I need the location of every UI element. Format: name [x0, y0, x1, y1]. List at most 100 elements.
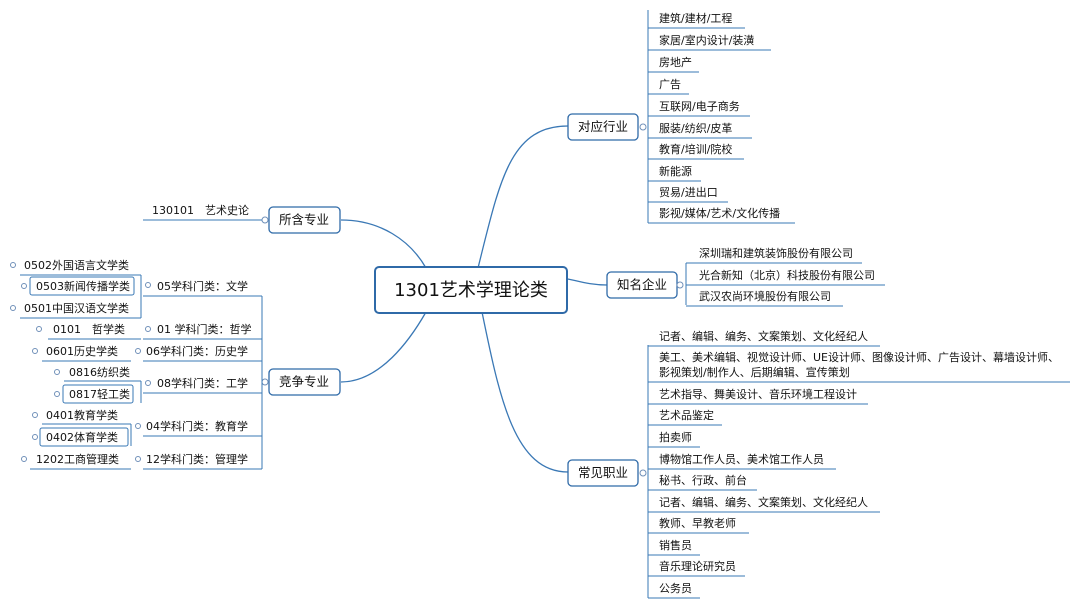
branch-companies[interactable]: 知名企业 [606, 271, 684, 299]
career-item[interactable]: 艺术品鉴定 [648, 408, 722, 426]
industry-item[interactable]: 贸易/进出口 [648, 185, 728, 203]
competing-major-item[interactable]: 0401教育学类 [32, 408, 132, 425]
expand-toggle[interactable] [54, 369, 60, 375]
competing-group-history[interactable]: 06学科门类：历史学 [135, 344, 263, 362]
included-major-label: 130101 艺术史论 [152, 203, 249, 217]
career-item-label-line1: 美工、美术编辑、视觉设计师、UE设计师、图像设计师、广告设计、幕墙设计师、 [659, 350, 1059, 364]
competing-major-item[interactable]: 0817轻工类 [54, 384, 134, 404]
company-item-label: 光合新知（北京）科技股份有限公司 [699, 268, 875, 282]
major-box [62, 384, 134, 404]
career-item[interactable]: 记者、编辑、编务、文案策划、文化经纪人 [648, 495, 880, 513]
industry-item[interactable]: 互联网/电子商务 [648, 99, 750, 117]
career-item[interactable]: 公务员 [648, 582, 700, 599]
branch-careers[interactable]: 常见职业 [567, 459, 647, 487]
industry-item-label: 贸易/进出口 [659, 185, 718, 199]
industry-item-label: 家居/室内设计/装潢 [659, 33, 754, 47]
expand-toggle[interactable] [36, 326, 42, 332]
industry-item[interactable]: 服装/纺织/皮革 [648, 121, 752, 139]
group-collapse-toggle[interactable] [135, 423, 141, 429]
competing-group-management[interactable]: 12学科门类：管理学 [135, 452, 263, 470]
career-item-label-line2: 影视策划/制作人、后期编辑、宣传策划 [659, 365, 850, 379]
industry-item[interactable]: 影视/媒体/艺术/文化传播 [648, 206, 795, 224]
competing-collapse-toggle[interactable] [261, 378, 269, 386]
career-item[interactable]: 音乐理论研究员 [648, 559, 745, 577]
company-item[interactable]: 武汉农尚环境股份有限公司 [686, 289, 843, 307]
group-label: 01 学科门类：哲学 [157, 322, 252, 336]
group-label: 05学科门类：文学 [157, 279, 248, 293]
major-box [39, 427, 129, 447]
industry-item-label: 房地产 [659, 55, 692, 69]
competing-major-item[interactable]: 0816纺织类 [54, 365, 142, 382]
group-collapse-toggle[interactable] [145, 380, 151, 386]
career-item-multiline[interactable]: 美工、美术编辑、视觉设计师、UE设计师、图像设计师、广告设计、幕墙设计师、 影视… [648, 350, 1070, 383]
included-collapse-toggle[interactable] [261, 216, 269, 224]
industry-item[interactable]: 新能源 [648, 164, 701, 182]
branch-industries[interactable]: 对应行业 [567, 113, 647, 141]
career-item[interactable]: 艺术指导、舞美设计、音乐环境工程设计 [648, 387, 868, 405]
careers-collapse-toggle[interactable] [639, 469, 647, 477]
competing-major-item[interactable]: 0601历史学类 [32, 344, 132, 362]
competing-major-item[interactable]: 0402体育学类 [32, 427, 129, 447]
career-item[interactable]: 销售员 [648, 538, 700, 556]
companies-collapse-toggle[interactable] [676, 281, 684, 289]
company-item[interactable]: 光合新知（北京）科技股份有限公司 [686, 268, 885, 286]
industry-item-label: 广告 [659, 78, 681, 91]
industry-item-label: 教育/培训/院校 [659, 142, 732, 156]
competing-major-item[interactable]: 0502外国语言文学类 [10, 258, 142, 276]
expand-toggle[interactable] [32, 412, 38, 418]
central-topic-box [374, 266, 568, 314]
group-label: 06学科门类：历史学 [146, 344, 248, 358]
expand-toggle[interactable] [10, 305, 16, 311]
companies-node-label: 知名企业 [617, 277, 667, 292]
expand-toggle[interactable] [10, 262, 16, 268]
industry-item[interactable]: 广告 [648, 78, 689, 95]
career-item-label: 记者、编辑、编务、文案策划、文化经纪人 [659, 495, 868, 509]
company-item[interactable]: 深圳瑞和建筑装饰股份有限公司 [686, 246, 862, 264]
expand-toggle[interactable] [54, 391, 60, 397]
career-item-label: 博物馆工作人员、美术馆工作人员 [659, 452, 824, 466]
career-item[interactable]: 拍卖师 [648, 430, 700, 448]
expand-toggle[interactable] [32, 348, 38, 354]
competing-group-literature[interactable]: 05学科门类：文学 [143, 279, 262, 297]
group-collapse-toggle[interactable] [135, 456, 141, 462]
industry-item-label: 新能源 [659, 164, 692, 178]
career-item-label: 公务员 [659, 582, 692, 595]
industry-item-label: 互联网/电子商务 [659, 99, 740, 113]
competing-major-item[interactable]: 0503新闻传播学类 [21, 276, 135, 296]
group-collapse-toggle[interactable] [135, 348, 141, 354]
career-item[interactable]: 记者、编辑、编务、文案策划、文化经纪人 [648, 329, 880, 347]
major-box [29, 276, 135, 296]
expand-toggle[interactable] [32, 434, 38, 440]
group-collapse-toggle[interactable] [145, 282, 151, 288]
central-topic[interactable]: 1301艺术学理论类 [374, 266, 568, 314]
competing-major-item[interactable]: 1202工商管理类 [21, 452, 132, 470]
company-item-label: 深圳瑞和建筑装饰股份有限公司 [699, 246, 853, 260]
branch-included-majors[interactable]: 所含专业 [261, 206, 341, 234]
competing-group-philosophy[interactable]: 01 学科门类：哲学 [143, 322, 262, 340]
included-major-item[interactable]: 130101 艺术史论 [143, 203, 262, 221]
career-item[interactable]: 博物馆工作人员、美术馆工作人员 [648, 452, 836, 470]
industries-node-label: 对应行业 [578, 119, 628, 134]
career-item[interactable]: 教师、早教老师 [648, 517, 749, 534]
industry-item[interactable]: 建筑/建材/工程 [648, 11, 745, 29]
expand-toggle[interactable] [21, 283, 27, 289]
industry-item[interactable]: 教育/培训/院校 [648, 142, 744, 160]
competing-major-item[interactable]: 0501中国汉语文学类 [10, 301, 142, 319]
included-node-box [268, 206, 341, 234]
industry-item[interactable]: 房地产 [648, 55, 699, 73]
career-item-label: 艺术指导、舞美设计、音乐环境工程设计 [659, 387, 857, 401]
career-item-label: 艺术品鉴定 [659, 408, 714, 422]
career-item-label: 秘书、行政、前台 [659, 473, 747, 487]
competing-group-engineering[interactable]: 08学科门类：工学 [143, 376, 262, 394]
industries-collapse-toggle[interactable] [639, 123, 647, 131]
group-collapse-toggle[interactable] [145, 326, 151, 332]
expand-toggle[interactable] [21, 456, 27, 462]
industry-item[interactable]: 家居/室内设计/装潢 [648, 33, 771, 51]
industries-list: 建筑/建材/工程 家居/室内设计/装潢 房地产 广告 互联网/电子商务 服装/纺… [648, 11, 795, 224]
competing-group-education[interactable]: 04学科门类：教育学 [135, 419, 263, 437]
competing-major-item[interactable]: 0101 哲学类 [36, 322, 142, 340]
career-item[interactable]: 秘书、行政、前台 [648, 473, 757, 491]
industry-item-label: 服装/纺织/皮革 [659, 121, 732, 135]
group-label: 08学科门类：工学 [157, 376, 248, 390]
branch-competing-majors[interactable]: 竞争专业 [261, 368, 341, 396]
